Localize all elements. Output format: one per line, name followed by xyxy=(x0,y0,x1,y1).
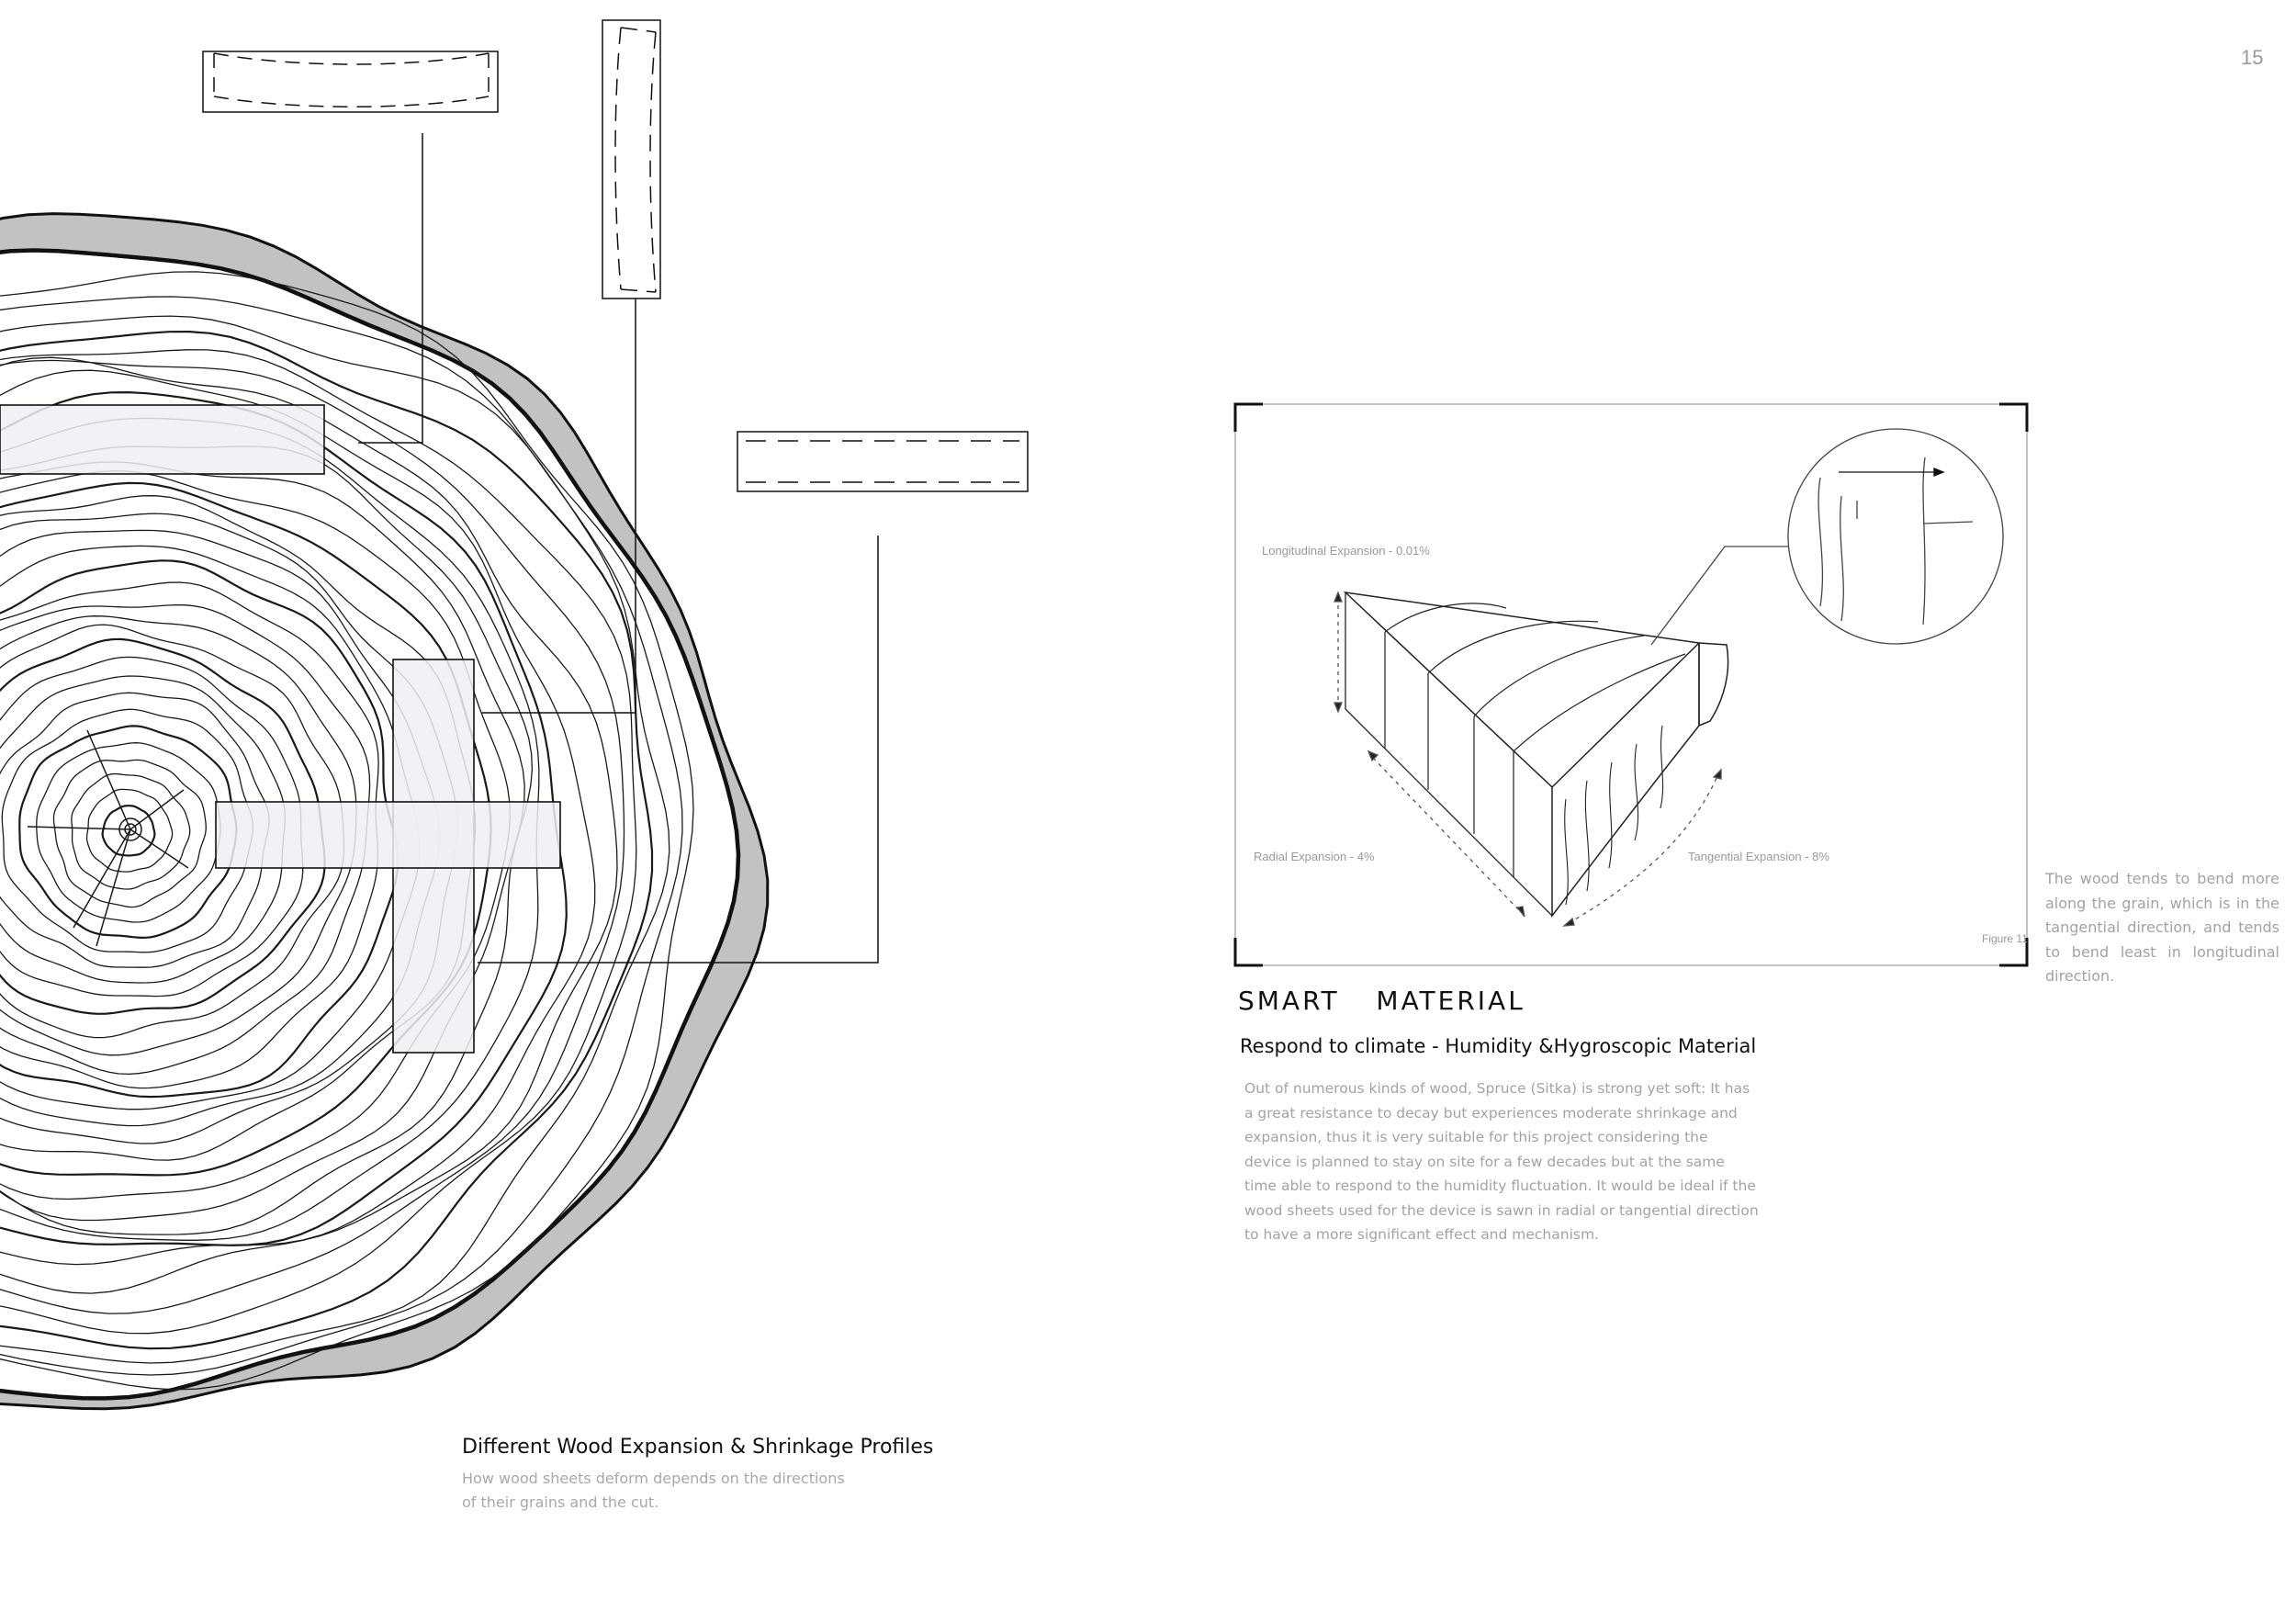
growth-ring xyxy=(0,656,304,997)
magnifier-detail xyxy=(1650,428,2004,646)
growth-ring xyxy=(101,805,156,857)
profile-box-bowed xyxy=(602,19,661,299)
board-top-left xyxy=(0,404,325,475)
profile-box-flat xyxy=(737,431,1029,492)
deformation-profiles xyxy=(202,19,1029,492)
tangential-expansion-label: Tangential Expansion - 8% xyxy=(1688,850,1829,863)
growth-ring xyxy=(0,581,379,1089)
magnifier-circle xyxy=(1787,428,2004,645)
growth-ring xyxy=(0,603,371,1076)
growth-ring xyxy=(0,615,357,1056)
growth-ring xyxy=(36,742,221,923)
growth-ring xyxy=(0,495,477,1161)
leader-lines xyxy=(358,133,879,964)
board-horizontal xyxy=(215,801,561,869)
growth-ring xyxy=(0,545,421,1110)
growth-ring xyxy=(0,637,326,1015)
growth-ring xyxy=(85,788,174,873)
board-highlights xyxy=(0,404,561,1054)
growth-ring xyxy=(0,417,540,1241)
wedge-outline xyxy=(1343,591,1700,919)
figure-11-frame xyxy=(1233,402,2029,967)
expansion-arrows xyxy=(1334,591,1722,927)
growth-ring xyxy=(0,315,670,1364)
profile-box-cupped xyxy=(202,51,499,113)
growth-ring xyxy=(52,759,207,908)
growth-ring xyxy=(0,470,511,1200)
tree-caption-body: How wood sheets deform depends on the di… xyxy=(462,1470,845,1511)
growth-ring xyxy=(1,708,254,953)
page-number: 15 xyxy=(2241,46,2264,69)
growth-ring xyxy=(0,356,618,1294)
growth-ring xyxy=(0,481,492,1177)
tree-pith xyxy=(27,729,189,947)
tree-growth-rings xyxy=(0,271,694,1391)
growth-ring xyxy=(0,369,596,1266)
growth-ring xyxy=(18,725,238,940)
growth-ring xyxy=(0,330,654,1350)
growth-ring xyxy=(0,359,625,1314)
side-note: The wood tends to bend more along the gr… xyxy=(2045,870,2279,985)
growth-ring xyxy=(0,559,400,1099)
wood-wedge-diagram xyxy=(1343,591,1729,919)
growth-ring xyxy=(0,445,534,1235)
radial-expansion-label: Radial Expansion - 4% xyxy=(1254,850,1375,863)
growth-ring xyxy=(0,461,525,1222)
longitudinal-expansion-label: Longitudinal Expansion - 0.01% xyxy=(1262,544,1430,558)
growth-ring xyxy=(0,390,568,1246)
growth-ring xyxy=(0,513,458,1144)
growth-ring xyxy=(0,624,345,1039)
material-body-text: Out of numerous kinds of wood, Spruce (S… xyxy=(1244,1080,1759,1243)
growth-ring xyxy=(71,772,191,890)
tree-caption-title: Different Wood Expansion & Shrinkage Pro… xyxy=(462,1436,934,1459)
growth-ring xyxy=(0,692,270,968)
growth-ring xyxy=(0,296,683,1376)
section-subtitle: Respond to climate - Humidity &Hygroscop… xyxy=(1240,1035,1757,1057)
section-title: SMART MATERIAL xyxy=(1238,986,1525,1016)
growth-ring xyxy=(0,349,637,1335)
figure-label: Figure 11 xyxy=(1982,932,2028,945)
growth-ring xyxy=(0,675,286,984)
growth-ring xyxy=(0,529,441,1127)
growth-ring xyxy=(0,271,694,1391)
